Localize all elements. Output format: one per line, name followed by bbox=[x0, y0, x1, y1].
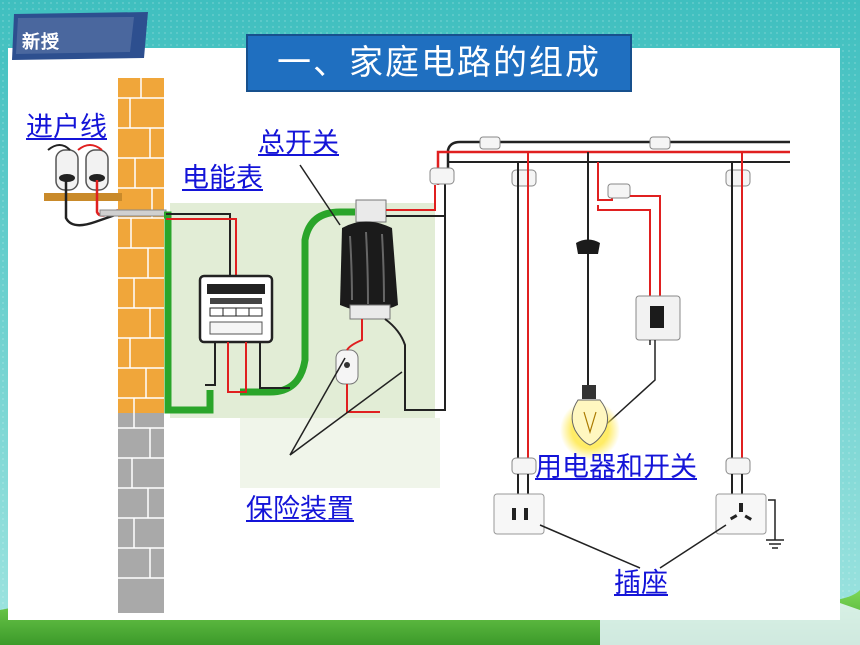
insulator-bracket bbox=[44, 144, 122, 201]
label-service-line[interactable]: 进户线 bbox=[26, 112, 107, 143]
page-title: 一、家庭电路的组成 bbox=[277, 43, 601, 83]
brick-wall bbox=[118, 78, 164, 613]
light-bulb bbox=[571, 385, 609, 446]
title-banner: 一、家庭电路的组成 bbox=[246, 34, 632, 92]
label-socket[interactable]: 插座 bbox=[614, 568, 668, 599]
three-pin-socket bbox=[715, 493, 767, 535]
wall-switch bbox=[635, 295, 681, 341]
label-appliance-and-switch[interactable]: 用电器和开关 bbox=[535, 452, 697, 483]
main-bus bbox=[429, 136, 790, 187]
badge-shape bbox=[12, 12, 148, 60]
ground-symbol bbox=[766, 539, 784, 549]
panel-shadow bbox=[240, 418, 440, 488]
label-fuse-device[interactable]: 保险装置 bbox=[246, 494, 354, 525]
energy-meter bbox=[198, 274, 274, 344]
main-switch-device bbox=[340, 199, 398, 320]
label-main-switch[interactable]: 总开关 bbox=[258, 128, 339, 159]
section-badge: 新授 bbox=[22, 32, 60, 53]
two-pin-socket bbox=[493, 493, 545, 535]
label-energy-meter[interactable]: 电能表 bbox=[182, 163, 263, 194]
